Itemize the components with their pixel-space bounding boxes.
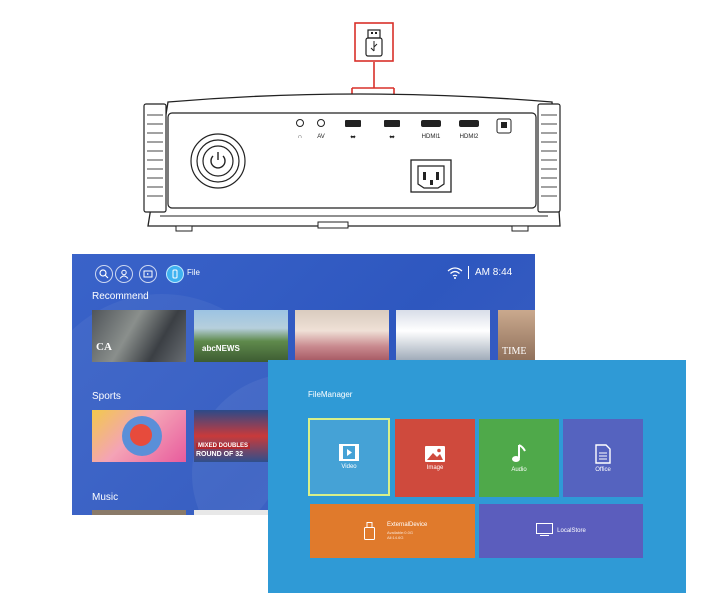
hdmi2-label: HDMI2 <box>460 134 479 140</box>
clock: AM 8:44 <box>475 267 513 278</box>
monitor-icon <box>536 523 554 536</box>
tile-caption: MIXED DOUBLES <box>196 443 251 449</box>
usb-port-2 <box>384 120 400 127</box>
user-button[interactable] <box>115 265 133 283</box>
usb-stick-icon <box>365 29 383 57</box>
video-tile[interactable]: Video <box>308 418 390 496</box>
vent-slats <box>147 114 557 197</box>
video-label: Video <box>341 464 357 470</box>
left-vent <box>143 103 167 213</box>
headphone-label: ∩ <box>298 134 302 140</box>
hdmi1-port <box>421 120 441 127</box>
audio-tile[interactable]: Audio <box>479 419 559 497</box>
external-available: Available:0.0G <box>387 529 413 535</box>
film-icon <box>339 444 359 461</box>
file-manager-screen: FileManager Video Image Audio Office <box>268 360 686 593</box>
usb-icon <box>172 269 178 279</box>
tile-music-1[interactable] <box>92 510 186 515</box>
input-source-button[interactable] <box>139 265 157 283</box>
section-music: Music <box>92 492 119 503</box>
audio-label: Audio <box>511 466 527 473</box>
tile-recommend-3[interactable] <box>295 310 389 362</box>
image-icon <box>425 445 445 462</box>
usb-port-1-label: ⬌ <box>350 134 356 141</box>
right-vent <box>537 103 561 213</box>
search-icon <box>99 269 109 279</box>
callout-lines <box>351 62 395 124</box>
tile-caption: ROUND OF 32 <box>196 451 244 458</box>
headphone-port <box>296 119 304 127</box>
office-label: Office <box>595 466 611 473</box>
ac-power-inlet <box>410 159 452 193</box>
document-icon <box>595 443 611 464</box>
hdmi2-port <box>459 120 479 127</box>
external-device-label: ExternalDevice <box>387 522 428 529</box>
section-recommend: Recommend <box>92 291 149 302</box>
music-note-icon <box>512 443 526 462</box>
search-button[interactable] <box>95 265 113 283</box>
user-icon <box>119 269 129 279</box>
tile-music-2[interactable] <box>194 510 268 515</box>
image-tile[interactable]: Image <box>395 419 475 497</box>
external-total: All:14.6G <box>387 535 404 541</box>
image-label: Image <box>426 464 444 471</box>
av-port <box>317 119 325 127</box>
external-device-tile[interactable]: ExternalDevice Available:0.0G All:14.6G <box>310 504 475 558</box>
usb-drive-icon <box>364 522 375 540</box>
tile-logo: CA <box>96 341 112 353</box>
usb-port-2-label: ⬌ <box>389 134 395 141</box>
projector-diagram: ∩ AV ⬌ ⬌ HDMI1 HDMI2 <box>143 22 561 232</box>
power-icon <box>210 155 226 169</box>
hdmi1-label: HDMI1 <box>422 134 441 140</box>
usb-port-1 <box>345 120 361 127</box>
tile-logo: abcNEWS <box>202 344 240 353</box>
av-label: AV <box>317 134 325 140</box>
tile-sports-1[interactable] <box>92 410 186 462</box>
tv-input-icon <box>143 270 153 278</box>
wifi-icon <box>447 267 463 279</box>
power-button[interactable] <box>190 133 246 189</box>
tile-recommend-5[interactable]: TIME <box>498 310 535 362</box>
file-button[interactable] <box>166 265 184 283</box>
local-store-tile[interactable]: LocalStore <box>479 504 643 558</box>
callout-box <box>354 22 394 62</box>
section-sports: Sports <box>92 391 121 402</box>
office-tile[interactable]: Office <box>563 419 643 497</box>
tile-logo: TIME <box>502 346 527 357</box>
file-label: File <box>187 268 200 277</box>
tile-recommend-1[interactable]: CA <box>92 310 186 362</box>
tile-recommend-2[interactable]: abcNEWS <box>194 310 288 362</box>
tile-recommend-4[interactable] <box>396 310 490 362</box>
local-store-label: LocalStore <box>557 528 586 534</box>
file-manager-title: FileManager <box>308 390 353 399</box>
